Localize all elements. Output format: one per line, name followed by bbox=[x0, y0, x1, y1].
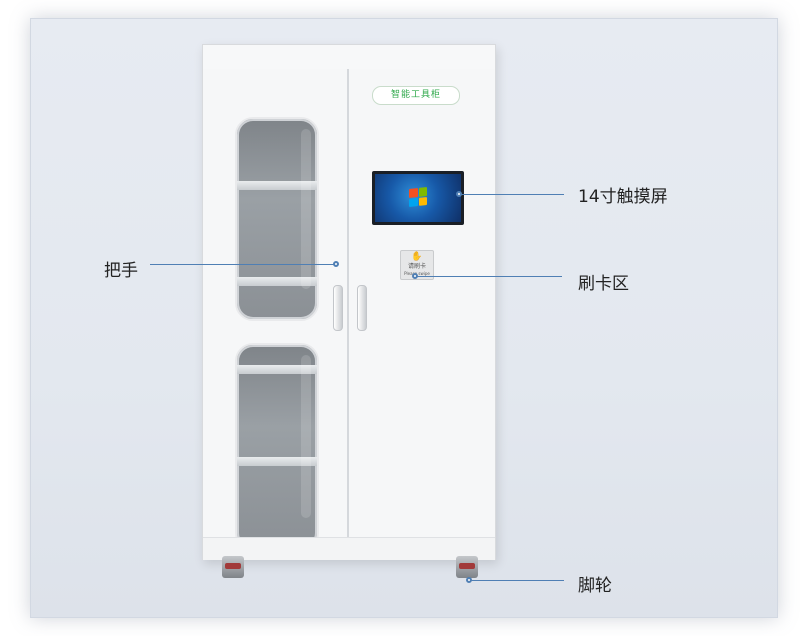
card-callout-line bbox=[416, 276, 562, 277]
caster-callout-line bbox=[470, 580, 564, 581]
right-caster bbox=[456, 556, 478, 578]
shelf bbox=[237, 181, 317, 190]
handle-callout-label: 把手 bbox=[104, 261, 138, 281]
cabinet-top bbox=[203, 45, 495, 70]
brand-plate: 智能工具柜 bbox=[372, 86, 460, 105]
glass-glare bbox=[301, 129, 311, 289]
shelf bbox=[237, 277, 317, 286]
glass-glare bbox=[301, 355, 311, 519]
shelf bbox=[237, 457, 317, 466]
left-door bbox=[203, 69, 347, 551]
card-callout-dot bbox=[412, 273, 418, 279]
card-swipe-icon: ✋ bbox=[411, 252, 423, 262]
door-split bbox=[347, 69, 349, 537]
windows-logo-icon bbox=[409, 187, 427, 207]
screen-callout-line bbox=[460, 194, 564, 195]
handle-callout-line bbox=[150, 264, 336, 265]
touch-screen bbox=[372, 171, 464, 225]
left-door-handle bbox=[333, 285, 343, 331]
lower-glass-window bbox=[235, 343, 319, 551]
right-door-handle bbox=[357, 285, 367, 331]
shelf bbox=[237, 365, 317, 374]
tool-cabinet bbox=[202, 44, 496, 560]
caster-callout-label: 脚轮 bbox=[578, 576, 612, 596]
screen-display bbox=[375, 174, 461, 222]
right-door bbox=[349, 69, 495, 537]
card-callout-label: 刷卡区 bbox=[578, 274, 629, 294]
upper-glass-window bbox=[235, 117, 319, 321]
screen-callout-label: 14寸触摸屏 bbox=[578, 187, 668, 207]
left-caster bbox=[222, 556, 244, 578]
card-reader-text: 请刷卡 bbox=[407, 263, 426, 270]
screen-callout-dot bbox=[456, 191, 462, 197]
handle-callout-dot bbox=[333, 261, 339, 267]
cabinet-base bbox=[203, 537, 495, 560]
caster-callout-dot bbox=[466, 577, 472, 583]
